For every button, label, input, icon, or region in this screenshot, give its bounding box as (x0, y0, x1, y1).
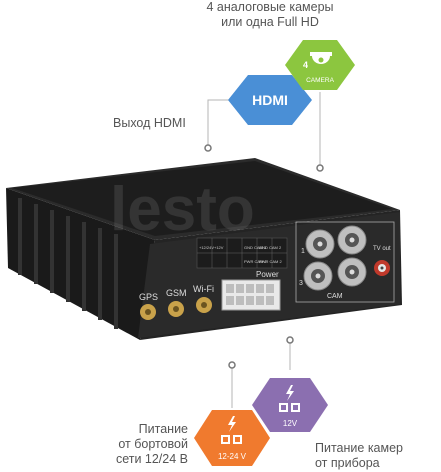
wifi-label: Wi-Fi (193, 284, 214, 294)
hdmi-leader-line (207, 99, 233, 148)
camera-leader-dot (316, 164, 324, 172)
terminal-label-5: PWR CAM 1 (244, 259, 267, 264)
terminal-label-6: PWR CAM 2 (259, 259, 282, 264)
cameras-caption-line1: 4 аналоговые камеры (206, 0, 334, 14)
camera-badge-label: CAMERA (306, 77, 334, 84)
power-onboard-line1: Питание (138, 422, 188, 436)
camera-badge: 4 CAMERA (285, 40, 355, 90)
power-onboard-caption: Питание от бортовой сети 12/24 В (88, 422, 188, 467)
power-cameras-caption: Питание камер от прибора (315, 441, 441, 471)
cam-connector-group (295, 221, 395, 303)
hdmi-badge: HDMI (228, 75, 312, 125)
tv-out-label: TV out (373, 246, 391, 252)
power-cam-leader-dot (286, 336, 294, 344)
bnc-connector-2 (337, 225, 367, 255)
power-label: Power (256, 270, 279, 279)
power-12-24v-label: 12-24 V (218, 452, 247, 461)
dome-camera-icon (310, 52, 332, 64)
terminal-label-4: GND CAM 2 (259, 245, 282, 250)
power-connector (221, 279, 281, 311)
terminal-label-2: +12V (214, 245, 224, 250)
camera-count: 4 (303, 60, 308, 70)
gsm-connector (168, 301, 184, 317)
cam-label: CAM (327, 293, 343, 300)
terminal-block: +12/24V +12V GND CAM 1 GND CAM 2 PWR CAM… (196, 237, 288, 269)
hdmi-leader-dot (204, 144, 212, 152)
gps-connector (140, 304, 156, 320)
power-12v-badge: 12V (252, 378, 328, 432)
power-cameras-line1: Питание камер (315, 441, 404, 455)
terminal-label-3: GND CAM 1 (244, 245, 267, 250)
gsm-label: GSM (166, 288, 187, 298)
power-12-24v-badge: 12-24 V (194, 410, 270, 466)
power-board-leader-dot (228, 361, 236, 369)
lightning-icon (228, 416, 236, 432)
bnc-connector-3 (303, 261, 333, 291)
gps-label: GPS (139, 292, 158, 302)
cam-1-label: 1 (301, 248, 305, 255)
cam-3-label: 3 (299, 280, 303, 287)
bnc-connector-1 (305, 229, 335, 259)
hdmi-logo: HDMI (252, 92, 288, 108)
power-onboard-line2: от бортовой (118, 437, 188, 451)
cameras-caption-line2: или одна Full HD (221, 15, 319, 29)
tv-out-rca-connector (374, 260, 390, 276)
watermark: lesto (110, 175, 255, 244)
hdmi-caption: Выход HDMI (113, 116, 186, 130)
power-onboard-line3: сети 12/24 В (115, 452, 188, 466)
power-cameras-line2: от прибора (315, 456, 380, 470)
lightning-icon (286, 385, 294, 401)
wifi-connector (196, 297, 212, 313)
cameras-caption: 4 аналоговые камеры или одна Full HD (170, 0, 370, 30)
power-12v-label: 12V (283, 419, 298, 428)
bnc-connector-4 (337, 257, 367, 287)
terminal-label-1: +12/24V (199, 245, 214, 250)
